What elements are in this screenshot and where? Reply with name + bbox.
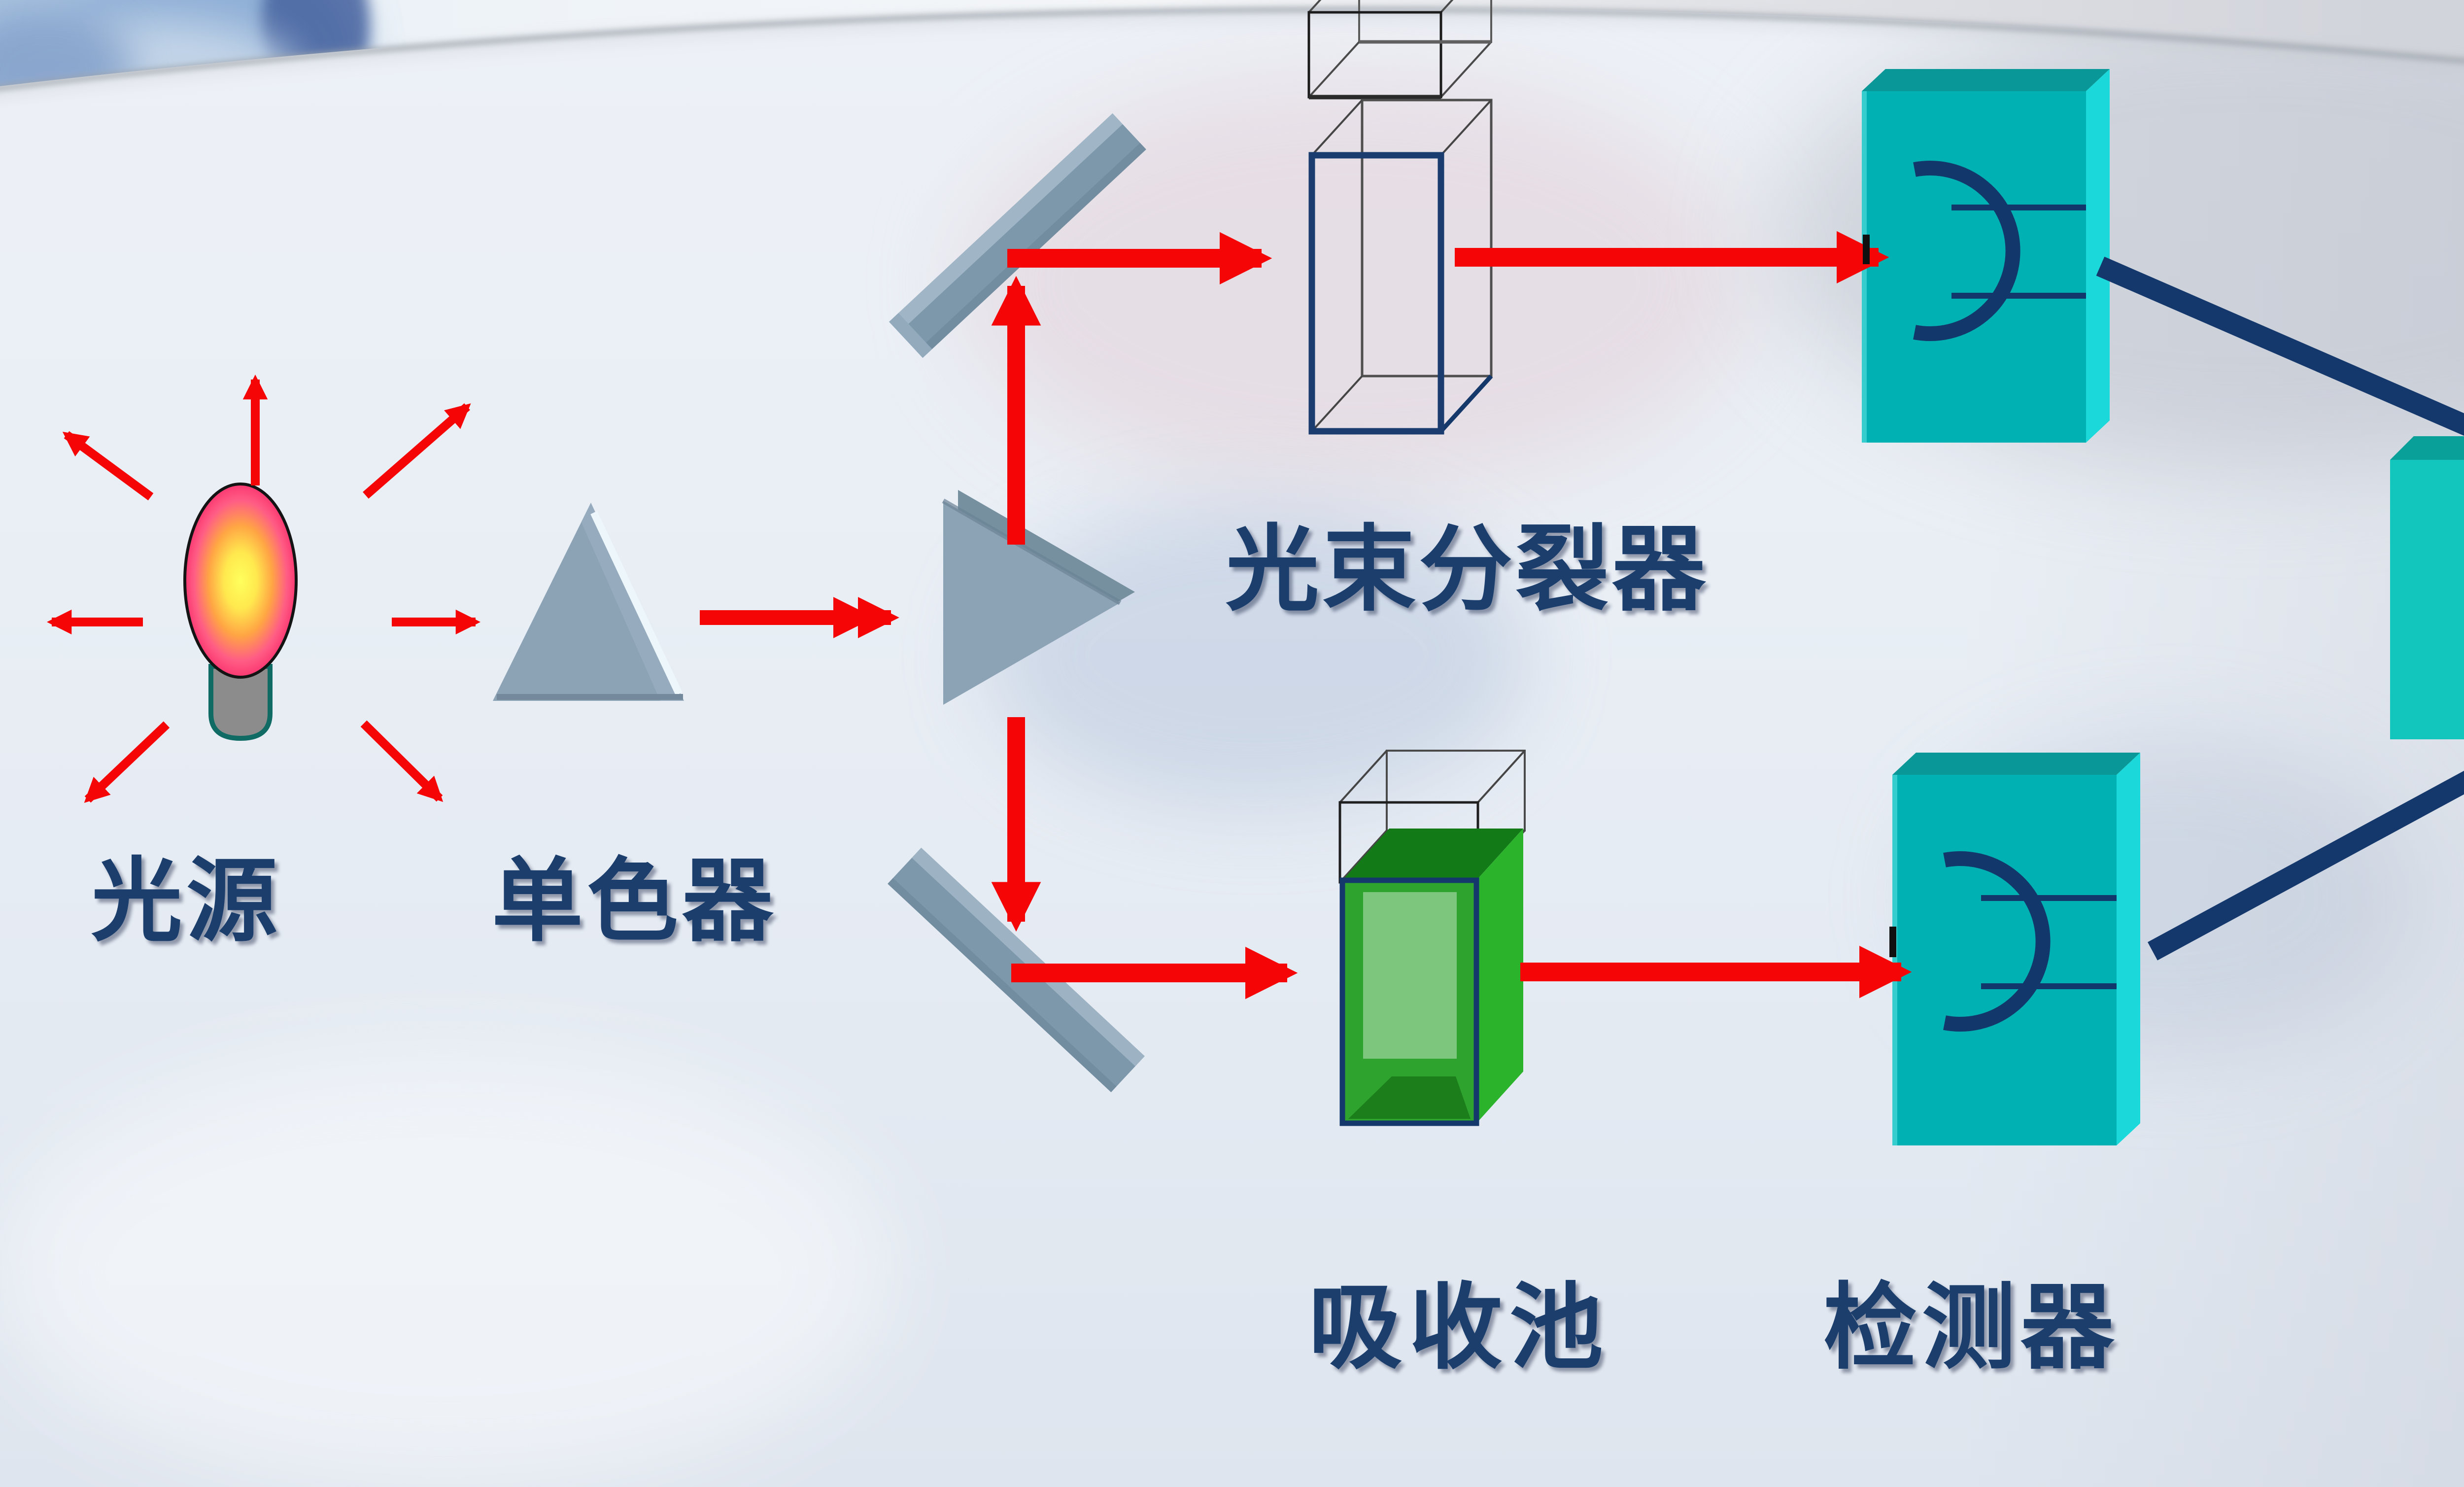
reference-cuvette <box>1307 0 1493 435</box>
light-rays <box>46 374 481 803</box>
sample-cuvette-side-face <box>1476 829 1523 1123</box>
sample-cuvette <box>1338 750 1526 1126</box>
ray-down-left-icon <box>84 721 170 803</box>
beam-splitter-prism <box>942 490 1135 705</box>
light-source-bulb <box>183 483 298 741</box>
beams-into-detectors <box>1455 231 1912 999</box>
label-detector: 检测器 <box>1823 1272 2120 1382</box>
label-ratio: 比值 <box>2390 460 2464 739</box>
sample-cuvette-top-face <box>1342 829 1523 880</box>
label-display-system: 显示 系统 <box>2442 1262 2464 1487</box>
ray-up-left-icon <box>62 431 154 501</box>
entrance-slit-tick-upper <box>1863 235 1870 264</box>
label-beam-splitter: 光束分裂器 <box>1226 514 1709 624</box>
label-light-source: 光源 <box>91 847 281 954</box>
bulb-glass <box>183 483 298 679</box>
label-absorption-cell: 吸收池 <box>1308 1272 1610 1382</box>
label-display-line1: 显示 <box>2442 1262 2464 1404</box>
reference-cuvette-body <box>1308 152 1444 435</box>
signal-wires <box>2096 256 2464 961</box>
sample-cuvette-liquid-highlight <box>1363 892 1457 1059</box>
background-top-arc <box>0 0 2464 100</box>
monochromator-prism <box>493 503 684 701</box>
entrance-slit-tick-lower <box>1889 927 1896 957</box>
photocell-arc-icon <box>1913 161 2020 341</box>
ratio-box <box>2390 436 2464 739</box>
reference-cuvette-lid <box>1307 11 1442 99</box>
ray-up-right-icon <box>363 403 471 499</box>
label-display-line2: 系统 <box>2442 1404 2464 1487</box>
split-beams <box>991 232 1298 1000</box>
wire-upper <box>2096 256 2464 436</box>
ray-down-right-icon <box>360 720 444 802</box>
photocell-arc-icon <box>1943 851 2051 1032</box>
detector-upper <box>1862 69 2110 443</box>
label-monochromator: 单色器 <box>492 847 777 954</box>
bulb-base <box>208 664 273 741</box>
detector-lower <box>1892 753 2140 1145</box>
wire-lower <box>2147 770 2464 961</box>
